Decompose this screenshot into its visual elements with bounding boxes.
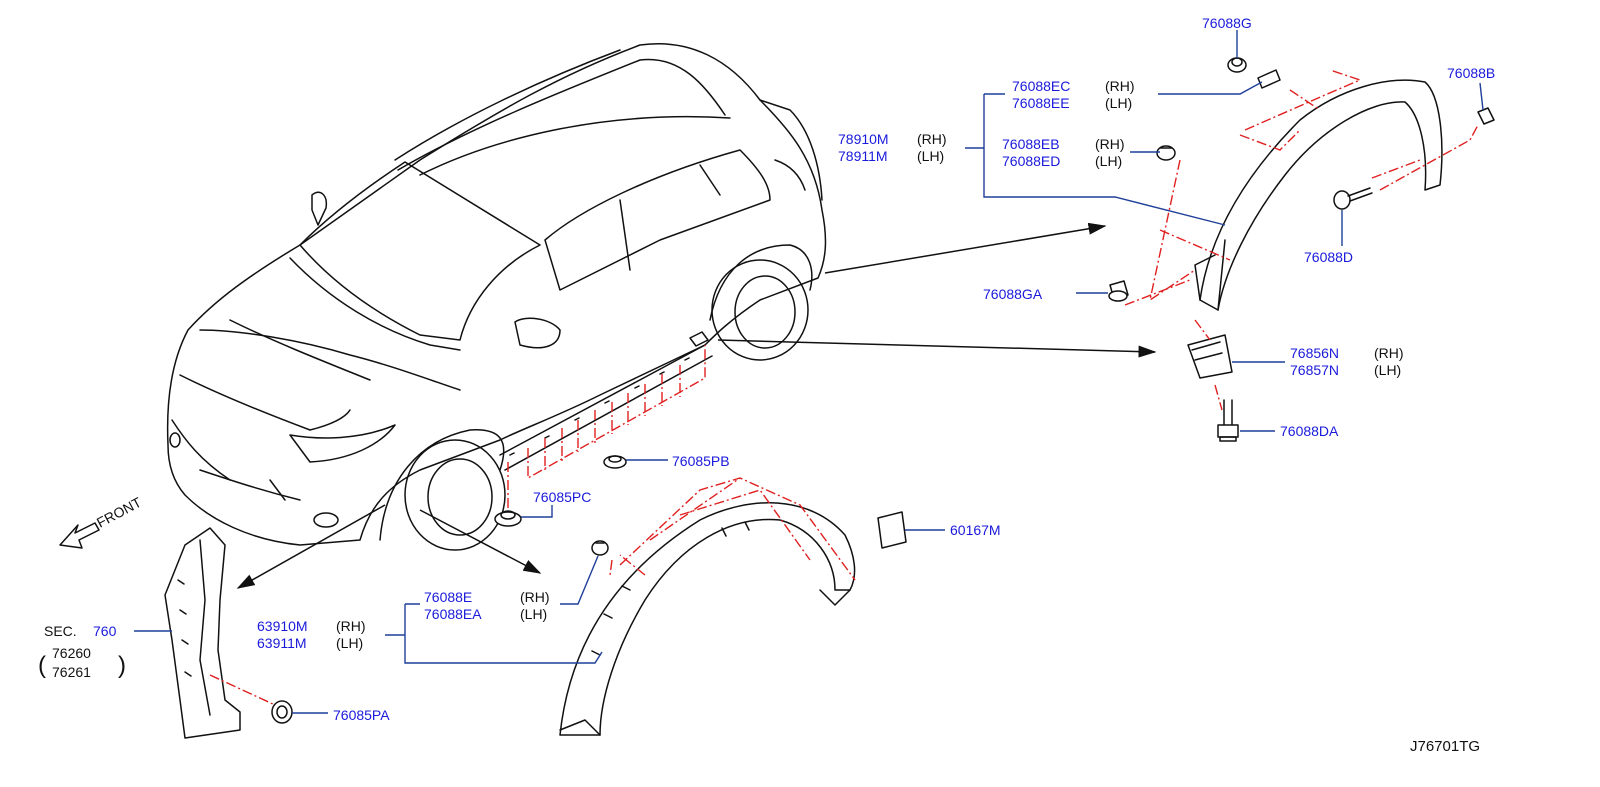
- callout-76088EC-number: 76088EC: [1012, 78, 1070, 94]
- callout-76088E-number: 76088E: [424, 589, 472, 605]
- callout-76088EA-number: 76088EA: [424, 606, 482, 622]
- clip-76088GA: [1108, 280, 1129, 302]
- callout-76088ED-side: (LH): [1095, 153, 1122, 169]
- screw-76088D: [1333, 187, 1373, 210]
- sec-close-paren: ): [118, 652, 126, 679]
- callout-76085PC-number: 76085PC: [533, 489, 591, 505]
- callout-63911M-number: 63911M: [257, 635, 307, 651]
- callout-76088EA-side: (LH): [520, 606, 547, 622]
- diagram-id: J76701TG: [1410, 738, 1480, 755]
- clip-76088E: [591, 540, 609, 556]
- clip-76088B: [1477, 107, 1495, 125]
- phantom-lines-vehicle: [507, 345, 706, 510]
- grommet-76085PA: [271, 700, 293, 724]
- callout-78910M-side: (RH): [917, 131, 947, 147]
- clip-76088EC: [1257, 69, 1281, 89]
- callout-76088D-number: 76088D: [1304, 249, 1353, 265]
- grommet-76085PB: [603, 455, 627, 469]
- rear-fender-moulding: [1199, 79, 1443, 311]
- clip-76088G: [1227, 57, 1247, 73]
- plug-60167M: [877, 511, 907, 549]
- sec-sub-76260: 76260: [52, 645, 91, 661]
- sec-prefix: SEC.: [44, 623, 77, 639]
- callout-76085PA-number: 76085PA: [333, 707, 390, 723]
- sec-sub-76261: 76261: [52, 664, 91, 680]
- callout-76088GA-number: 76088GA: [983, 286, 1043, 302]
- callout-76856N-number: 76856N: [1290, 345, 1339, 361]
- callout-63910M-side: (RH): [336, 618, 366, 634]
- callout-63910M-number: 63910M: [257, 618, 308, 634]
- front-direction-indicator: FRONT: [59, 494, 144, 549]
- front-fender-moulding-assembly: [559, 477, 907, 736]
- callout-76857N-number: 76857N: [1290, 362, 1339, 378]
- callout-76088E-side: (RH): [520, 589, 550, 605]
- callout-63911M-side: (LH): [336, 635, 363, 651]
- sec-760-panel: [164, 527, 276, 739]
- callout-76088EB-number: 76088EB: [1002, 136, 1060, 152]
- callout-60167M-number: 60167M: [950, 522, 1001, 538]
- vehicle-illustration: [166, 43, 827, 551]
- callout-76088EE-side: (LH): [1105, 95, 1132, 111]
- callout-76088EB-side: (RH): [1095, 136, 1125, 152]
- callout-76088B-number: 76088B: [1447, 65, 1495, 81]
- callout-78911M-number: 78911M: [838, 148, 888, 164]
- callout-76088ED-number: 76088ED: [1002, 153, 1060, 169]
- callout-76088G-number: 76088G: [1202, 15, 1252, 31]
- front-fender-moulding: [559, 502, 856, 736]
- bolt-76088DA: [1217, 399, 1239, 442]
- leader-lines: [134, 30, 1484, 714]
- grommet-76085PC: [494, 510, 522, 527]
- clip-76088EB: [1156, 145, 1176, 161]
- pointer-arrows: [236, 222, 1157, 589]
- callout-76856N-side: (RH): [1374, 345, 1404, 361]
- sec-number: 760: [93, 623, 117, 639]
- callout-76088EE-number: 76088EE: [1012, 95, 1070, 111]
- callout-78911M-side: (LH): [917, 148, 944, 164]
- front-label: FRONT: [94, 494, 144, 531]
- callout-76085PB-number: 76085PB: [672, 453, 730, 469]
- callout-labels: 76088G 76088B 76088EC (RH) 76088EE (LH) …: [38, 15, 1495, 755]
- callout-76088EC-side: (RH): [1105, 78, 1135, 94]
- callout-76088DA-number: 76088DA: [1280, 423, 1339, 439]
- sec-open-paren: (: [38, 652, 46, 679]
- callout-78910M-number: 78910M: [838, 131, 889, 147]
- callout-76857N-side: (LH): [1374, 362, 1401, 378]
- rear-fender-moulding-assembly: [1108, 57, 1495, 442]
